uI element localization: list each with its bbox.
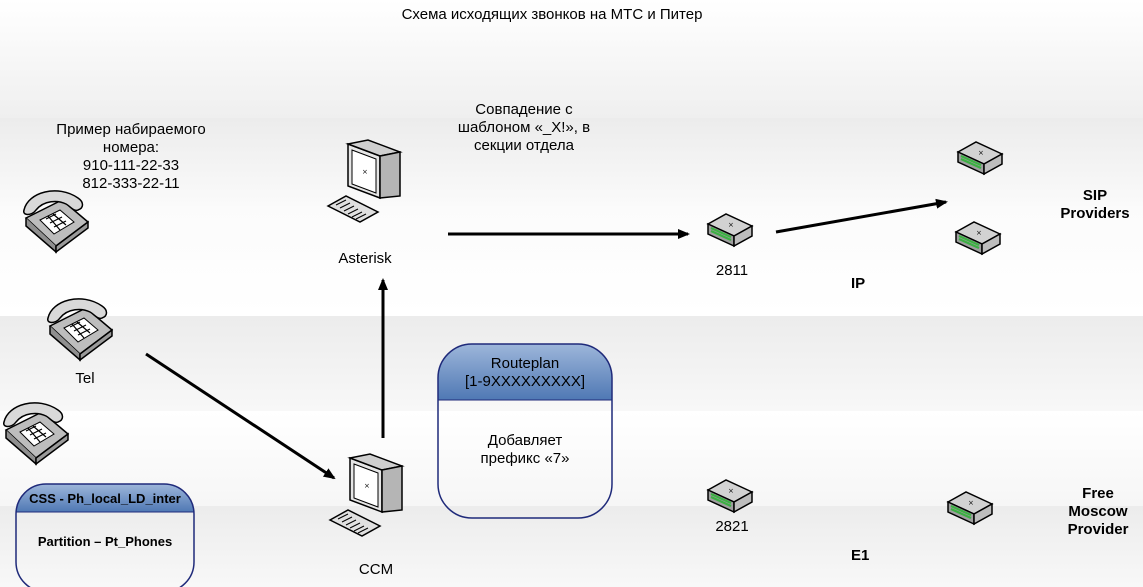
free-moscow-line1: Free (1082, 485, 1114, 502)
css-box (15, 483, 195, 587)
background-band-top (0, 0, 1143, 118)
router-icon (706, 212, 754, 248)
routeplan-title: Routeplan (490, 355, 560, 372)
sip-line1: SIP (1082, 187, 1108, 204)
pattern-match-line1: Совпадение с (475, 101, 573, 118)
routeplan-pattern: [1-9XXXXXXXXX] (464, 373, 586, 390)
background-band-1 (0, 118, 1143, 206)
pattern-match-caption: Совпадение с шаблоном «_X!», в секции от… (424, 101, 624, 155)
dial-example-number1: 910-111-22-33 (82, 157, 180, 174)
ccm-label: CCM (358, 561, 394, 578)
background-band-4 (0, 411, 1143, 506)
computer-icon (329, 453, 403, 537)
pattern-match-line2: шаблоном «_X!», в (457, 119, 591, 136)
computer-icon (327, 139, 401, 223)
free-moscow-line2: Moscow (1068, 503, 1128, 520)
css-box-title: CSS - Ph_local_LD_inter (29, 491, 181, 506)
diagram-title: Схема исходящих звонков на МТС и Питер (401, 6, 703, 23)
dial-example-line2: номера: (102, 139, 160, 156)
css-box-body: Partition – Pt_Phones (37, 534, 173, 549)
background-band-2 (0, 206, 1143, 316)
router-2821-label: 2821 (715, 518, 749, 535)
telephone-icon (22, 190, 89, 253)
router-icon (956, 140, 1004, 176)
router-2811-label: 2811 (715, 262, 749, 279)
routeplan-box (437, 343, 613, 519)
arrow-2811-to-sip (775, 198, 948, 234)
sip-providers-label: SIP Providers (1050, 187, 1140, 223)
dial-example-caption: Пример набираемого номера: 910-111-22-33… (36, 121, 226, 193)
routeplan-body: Добавляет префикс «7» (438, 432, 612, 468)
router-icon (946, 490, 994, 526)
routeplan-body-line1: Добавляет (487, 432, 563, 449)
background-band-5 (0, 506, 1143, 587)
asterisk-label: Asterisk (338, 250, 392, 267)
ip-link-label: IP (851, 275, 866, 292)
router-icon (954, 220, 1002, 256)
pattern-match-line3: секции отдела (474, 137, 574, 154)
router-icon (706, 478, 754, 514)
free-moscow-line3: Provider (1067, 521, 1129, 538)
e1-link-label: E1 (851, 547, 870, 564)
dial-example-line1: Пример набираемого (56, 121, 206, 138)
telephone-icon (46, 298, 113, 361)
routeplan-header: Routeplan [1-9XXXXXXXXX] (438, 355, 612, 391)
dial-example-number2: 812-333-22-11 (82, 175, 180, 192)
telephone-icon (2, 402, 69, 465)
free-moscow-provider-label: Free Moscow Provider (1054, 485, 1142, 539)
sip-line2: Providers (1060, 205, 1130, 222)
routeplan-body-line2: префикс «7» (480, 450, 570, 467)
tel-label: Tel (75, 370, 95, 387)
arrow-tel-to-ccm (145, 352, 336, 480)
